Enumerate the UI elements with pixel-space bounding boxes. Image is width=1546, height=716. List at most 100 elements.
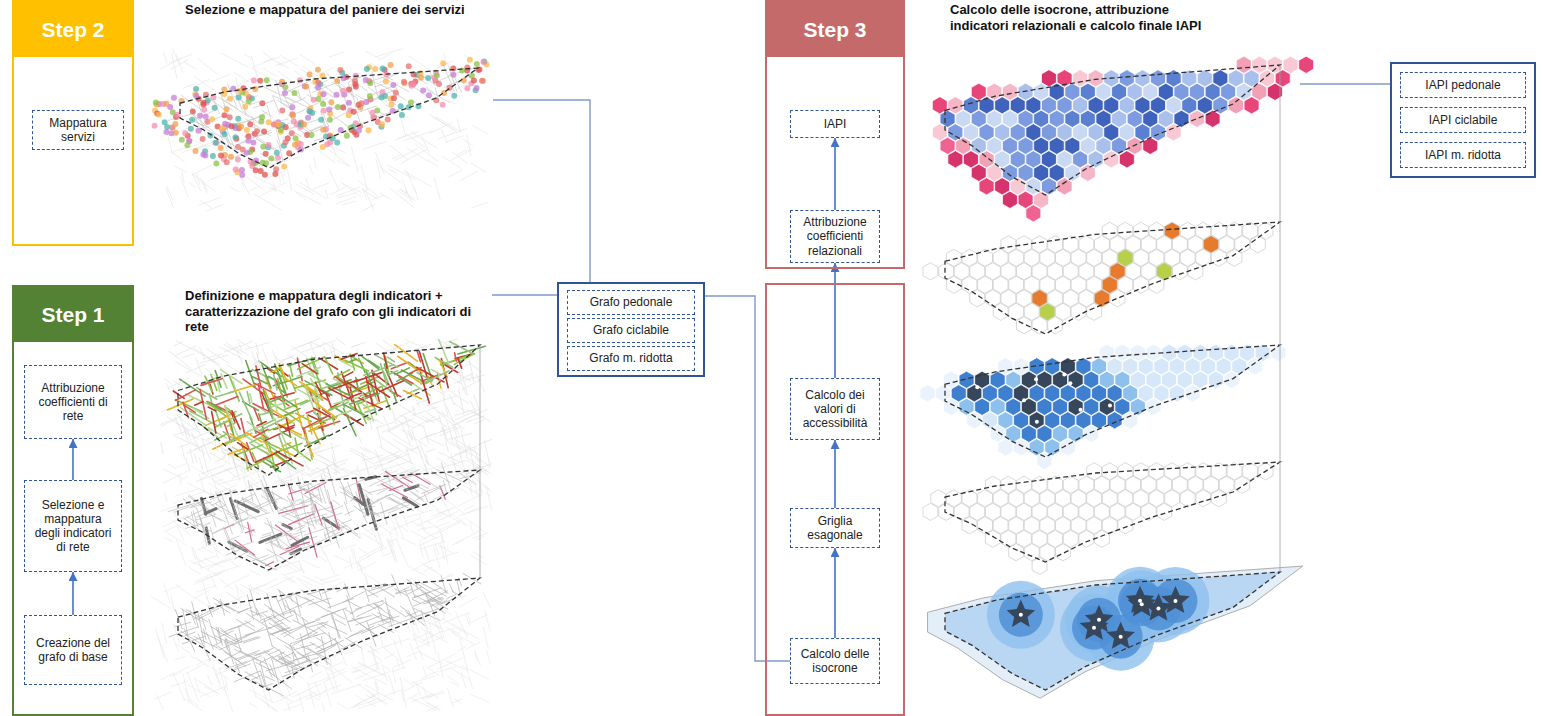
service-dot [481,59,487,65]
street-line [193,556,216,564]
street-line [261,489,268,494]
service-dot [242,104,248,110]
service-dot [315,85,321,91]
street-line [410,368,422,374]
street-line [434,344,454,349]
street-line [357,466,365,486]
street-line [176,341,203,355]
service-dot [388,62,394,68]
street-line [455,353,457,361]
service-dot [420,88,426,94]
street-line [205,369,215,376]
street-line [275,453,295,468]
street-line [212,412,216,434]
street-line [415,144,437,161]
street-line [325,509,333,513]
street-line [419,535,442,546]
street-line [378,532,383,549]
street-line [395,420,413,428]
service-dot [307,71,313,77]
street-line [393,660,410,667]
service-dot [351,109,357,115]
street-line [214,476,230,486]
street-line-group [161,463,492,576]
street-line [216,392,234,397]
street-line [302,364,317,374]
service-dot [451,93,457,99]
street-line [281,171,284,182]
street-line [163,516,187,527]
street-line [233,511,246,517]
street-line [267,495,277,502]
street-line [390,540,398,562]
street-line [385,639,410,647]
street-line [201,446,208,474]
street-line [416,515,441,526]
street-line [274,375,277,390]
street-line [327,351,335,355]
service-dot [289,104,295,110]
street-line [224,346,241,352]
service-dot [228,154,234,160]
street-line [243,638,260,643]
service-dot [221,91,227,97]
street-line [300,182,327,199]
street-line [194,175,216,192]
service-dot [393,90,399,96]
street-line [200,489,223,499]
street-line [161,442,163,453]
street-line [174,428,197,435]
service-dot [268,156,274,162]
street-line [423,667,426,678]
street-line [193,548,202,570]
street-line [187,517,211,532]
service-dot [356,128,362,134]
street-line [194,76,217,92]
street-line [309,528,317,558]
street-line [372,507,399,515]
street-line [317,638,326,644]
street-line [213,397,238,407]
street-line [355,693,379,706]
service-dot [341,75,347,81]
service-dot [153,99,159,105]
service-dot [334,78,340,84]
street-line [438,128,467,139]
street-line [280,449,296,457]
street-line [240,494,254,501]
service-dot [337,67,343,73]
street-line [359,548,366,552]
street-line [466,135,471,156]
street-line [250,570,260,575]
service-dot [235,144,241,150]
street-line [260,182,286,196]
service-dot [251,77,257,83]
street-line [472,163,486,172]
street-line [250,394,252,402]
street-line [225,639,227,648]
street-line [426,412,447,427]
street-line [353,549,358,571]
street-line [471,401,478,415]
street-line [425,565,442,575]
street-line [400,116,406,136]
street-line [390,485,403,490]
street-line [303,576,321,584]
street-line [322,546,335,575]
street-line [466,446,478,449]
street-line [190,502,211,508]
street-line [267,565,288,571]
street-line [454,403,469,415]
street-line [175,622,191,626]
street-line [306,179,310,191]
street-line [230,536,239,540]
street-line [291,465,311,477]
street-line [329,406,337,409]
service-dot [418,75,424,81]
services-map [152,49,490,211]
street-line [250,437,261,443]
street-line [228,84,237,107]
street-line [363,142,386,149]
street-line [448,100,456,104]
